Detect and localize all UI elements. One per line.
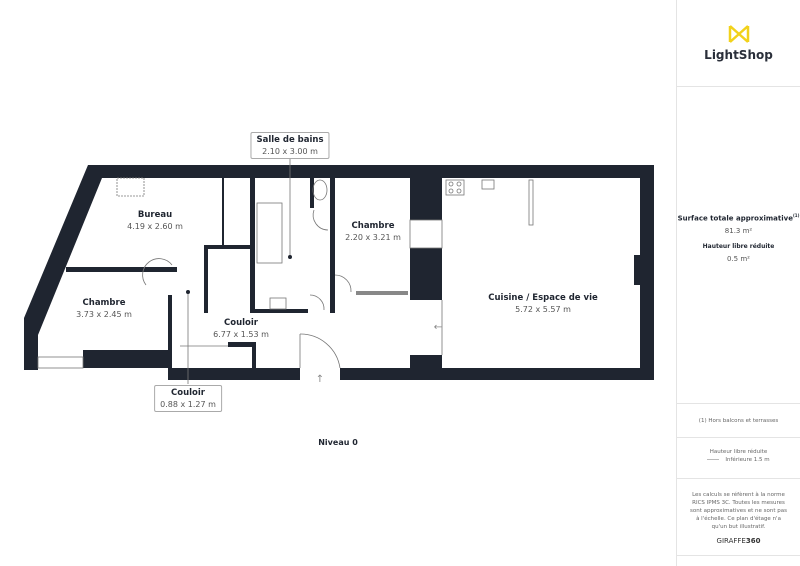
disclaimer: Les calculs se réfèrent à la norme RICS … bbox=[689, 492, 787, 530]
logo-text: LightShop bbox=[704, 48, 773, 62]
surface-value: 81.3 m² bbox=[724, 227, 753, 236]
hauteur-label: Hauteur libre réduite bbox=[702, 243, 775, 251]
room-dims: 6.77 x 1.53 m bbox=[213, 330, 269, 339]
room-name: Cuisine / Espace de vie bbox=[488, 293, 598, 303]
room-label-couloir-2: Couloir 0.88 x 1.27 m bbox=[154, 385, 222, 412]
surface-section: Surface totale approximative(1) 81.3 m² … bbox=[677, 87, 800, 404]
legend-title: Hauteur libre réduite bbox=[709, 449, 768, 455]
level-label: Niveau 0 bbox=[318, 438, 358, 447]
walls bbox=[24, 165, 654, 380]
wall-bureau-chambre bbox=[66, 267, 177, 272]
room-name: Couloir bbox=[224, 318, 258, 328]
stairs bbox=[116, 177, 145, 197]
fixtures bbox=[37, 157, 534, 384]
brand-a: GIRAFFE bbox=[716, 537, 746, 545]
floor-plan: ↑ ← bbox=[24, 157, 654, 385]
room-dims: 4.19 x 2.60 m bbox=[127, 222, 183, 231]
room-dims: 2.20 x 3.21 m bbox=[345, 233, 401, 242]
room-name: Chambre bbox=[351, 221, 395, 231]
room-label-chambre-2: Chambre 2.20 x 3.21 m bbox=[345, 221, 401, 242]
room-label-couloir-1: Couloir 6.77 x 1.53 m bbox=[213, 318, 269, 339]
room-label-chambre-1: Chambre 3.73 x 2.45 m bbox=[76, 298, 132, 319]
hauteur-value: 0.5 m² bbox=[727, 255, 750, 264]
room-name: Salle de bains bbox=[256, 135, 324, 145]
room-name: Chambre bbox=[82, 298, 126, 308]
logo-section: LightShop bbox=[677, 0, 800, 87]
room-name: Bureau bbox=[137, 210, 173, 220]
legend-item: Inférieure 1.5 m bbox=[677, 456, 800, 464]
legend-item-label: Inférieure 1.5 m bbox=[725, 457, 770, 463]
surface-label: Surface totale approximative bbox=[677, 214, 793, 223]
room-name: Couloir bbox=[171, 388, 205, 398]
room-dims: 5.72 x 5.57 m bbox=[515, 305, 571, 314]
bathtub bbox=[256, 202, 283, 264]
sink bbox=[481, 179, 495, 190]
disclaimer-section: Les calculs se réfèrent à la norme RICS … bbox=[677, 479, 800, 556]
room-dims: 3.73 x 2.45 m bbox=[76, 310, 132, 319]
room-dims: 0.88 x 1.27 m bbox=[160, 400, 216, 409]
outer-wall-right bbox=[640, 165, 654, 380]
footnote-section: (1) Hors balcons et terrasses bbox=[677, 404, 800, 438]
footnote: (1) Hors balcons et terrasses bbox=[698, 418, 779, 424]
toilet bbox=[312, 179, 328, 201]
giraffe360-logo: GIRAFFE360 bbox=[677, 537, 800, 545]
legend-section: Hauteur libre réduite Inférieure 1.5 m bbox=[677, 438, 800, 479]
door-arc bbox=[299, 333, 341, 369]
arrow-left-icon: ← bbox=[434, 322, 442, 333]
room-label-salle-de-bains: Salle de bains 2.10 x 3.00 m bbox=[250, 132, 330, 159]
room-label-cuisine: Cuisine / Espace de vie 5.72 x 5.57 m bbox=[488, 293, 598, 314]
surface-note: (1) bbox=[792, 213, 800, 218]
room-label-bureau: Bureau 4.19 x 2.60 m bbox=[127, 210, 183, 231]
outer-wall-top-left bbox=[24, 165, 654, 370]
stove bbox=[445, 179, 465, 196]
room-dims: 2.10 x 3.00 m bbox=[262, 147, 318, 156]
legend-line-icon bbox=[707, 459, 720, 460]
lightshop-logo-icon bbox=[728, 25, 749, 43]
entrance-arrow-icon: ↑ bbox=[316, 374, 324, 385]
brand-b: 360 bbox=[745, 537, 761, 545]
info-panel: LightShop Surface totale approximative(1… bbox=[676, 0, 800, 566]
outer-wall-bottom bbox=[168, 368, 300, 380]
outer-wall-bottom-left bbox=[83, 350, 170, 368]
